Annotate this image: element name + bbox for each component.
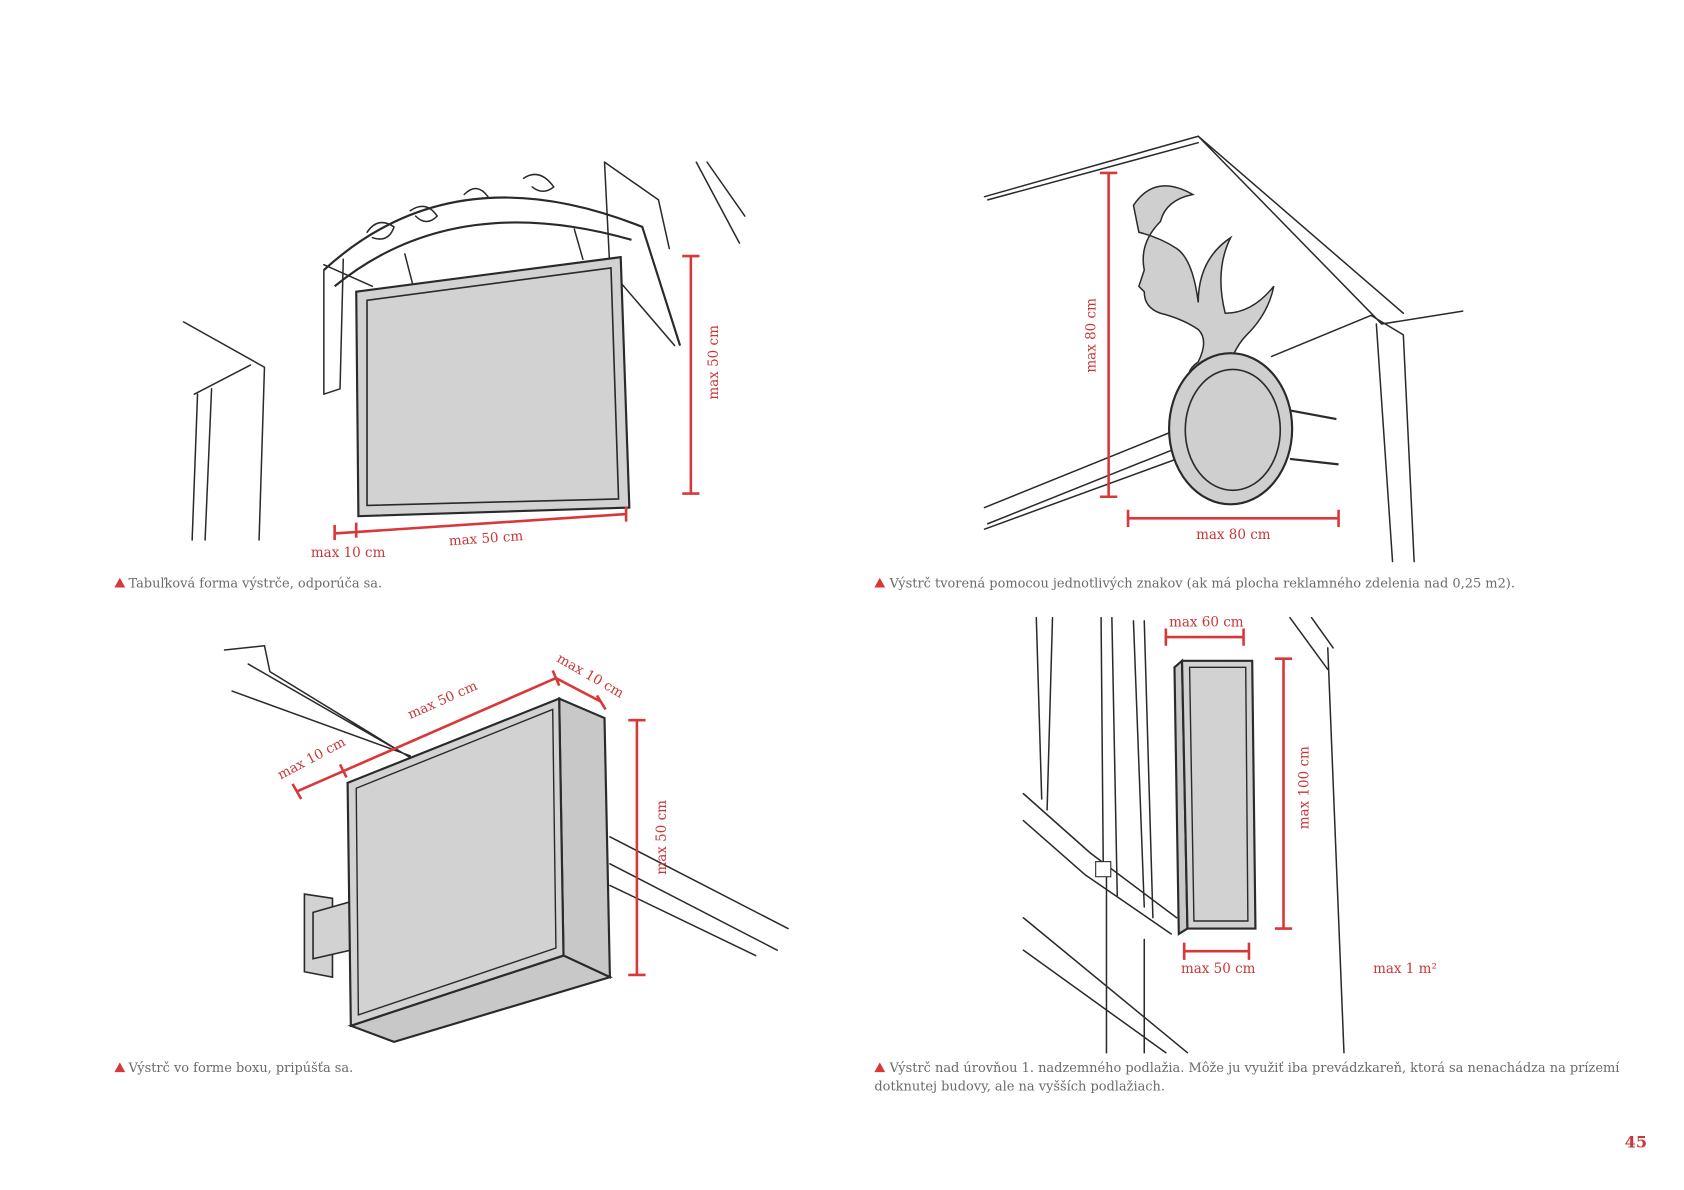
dim-height: max 100 cm: [1296, 746, 1312, 829]
sign-plate: [355, 255, 631, 518]
caption-figure-1: Tabuľková forma výstrče, odporúča sa.: [128, 576, 382, 591]
caption-figure-3: Výstrč vo forme boxu, pripúšťa sa.: [127, 1061, 353, 1076]
figure-vertical-sign: max 60 cm max 100 cm max 50 cm max 1 m²: [1022, 614, 1437, 1054]
dim-width: max 80 cm: [1196, 527, 1271, 543]
figure-box-sign: max 10 cm max 50 cm max 10 cm max 50 cm: [223, 644, 789, 1044]
figure-character-sign: max 80 cm max 80 cm: [983, 135, 1464, 563]
caption-figure-2: Výstrč tvorená pomocou jednotlivých znak…: [888, 576, 1514, 591]
dim-depth: max 10 cm: [311, 545, 386, 561]
caption-bullet-icon: [114, 577, 126, 588]
dim-depth-right: max 10 cm: [554, 650, 627, 701]
dim-width-bottom: max 50 cm: [1181, 961, 1256, 977]
dim-width: max 50 cm: [448, 528, 524, 549]
dim-width-top: max 60 cm: [1169, 614, 1244, 630]
dim-area: max 1 m²: [1373, 961, 1437, 977]
caption-bullet-icon: [874, 577, 886, 588]
dim-depth-left: max 10 cm: [275, 734, 348, 783]
dim-height: max 50 cm: [654, 800, 670, 875]
page-number: 45: [1625, 1133, 1648, 1152]
dim-height: max 50 cm: [706, 325, 722, 400]
caption-bullet-icon: [874, 1062, 886, 1073]
dim-height: max 80 cm: [1084, 298, 1100, 373]
caption-figure-4-line-2: dotknutej budovy, ale na vyšších podlaži…: [874, 1079, 1165, 1094]
figure-hanging-plate-sign: max 50 cm max 10 cm max 50 cm: [182, 161, 746, 561]
caption-figure-4-line-1: Výstrč nad úrovňou 1. nadzemného podlaži…: [888, 1061, 1620, 1076]
caption-bullet-icon: [114, 1062, 126, 1073]
